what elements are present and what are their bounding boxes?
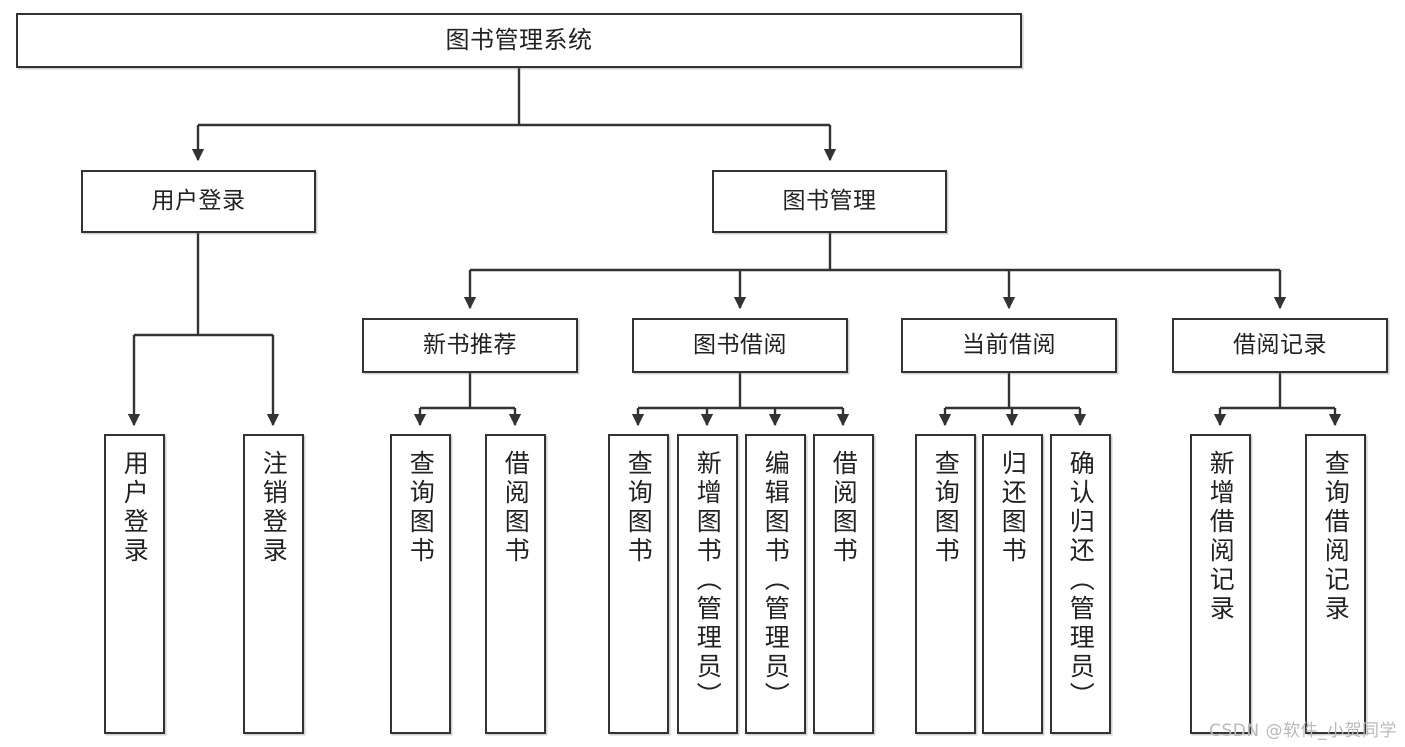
node-label: 用户登录 <box>120 450 150 566</box>
leaf-user-login[interactable]: 用户登录 <box>104 434 165 734</box>
node-label: 查询借阅记录 <box>1321 450 1351 624</box>
node-label: 注销登录 <box>259 450 289 566</box>
node-label: 查询图书 <box>931 450 961 566</box>
leaf-query-book-current[interactable]: 查询图书 <box>915 434 976 734</box>
node-label: 图书借阅 <box>693 331 787 358</box>
leaf-add-book-admin[interactable]: 新增图书（管理员） <box>677 434 738 734</box>
node-label: 归还图书 <box>998 450 1028 566</box>
node-label: 当前借阅 <box>962 331 1056 358</box>
leaf-edit-book-admin[interactable]: 编辑图书（管理员） <box>745 434 806 734</box>
node-label: 图书管理系统 <box>445 26 593 55</box>
leaf-query-book-borrow[interactable]: 查询图书 <box>608 434 669 734</box>
leaf-logout[interactable]: 注销登录 <box>243 434 304 734</box>
node-borrow-record[interactable]: 借阅记录 <box>1172 318 1388 373</box>
node-label: 用户登录 <box>151 187 246 214</box>
node-label: 编辑图书（管理员） <box>761 450 791 711</box>
node-current-borrow[interactable]: 当前借阅 <box>901 318 1117 373</box>
node-label: 借阅记录 <box>1233 331 1327 358</box>
node-book-borrow[interactable]: 图书借阅 <box>632 318 848 373</box>
node-label: 借阅图书 <box>829 450 859 566</box>
node-new-book-recommend[interactable]: 新书推荐 <box>362 318 578 373</box>
leaf-confirm-return-admin[interactable]: 确认归还（管理员） <box>1050 434 1111 734</box>
node-label: 图书管理 <box>782 187 877 214</box>
leaf-borrow-book[interactable]: 借阅图书 <box>813 434 874 734</box>
node-label: 新增借阅记录 <box>1206 450 1236 624</box>
node-root-system[interactable]: 图书管理系统 <box>16 13 1022 68</box>
leaf-add-borrow-record[interactable]: 新增借阅记录 <box>1190 434 1251 734</box>
leaf-borrow-book-recommend[interactable]: 借阅图书 <box>485 434 546 734</box>
node-label: 新增图书（管理员） <box>693 450 723 711</box>
node-label: 新书推荐 <box>423 331 517 358</box>
node-user-login[interactable]: 用户登录 <box>81 170 316 233</box>
leaf-query-borrow-record[interactable]: 查询借阅记录 <box>1305 434 1366 734</box>
node-label: 查询图书 <box>406 450 436 566</box>
node-label: 查询图书 <box>624 450 654 566</box>
node-label: 借阅图书 <box>501 450 531 566</box>
node-label: 确认归还（管理员） <box>1066 450 1096 711</box>
leaf-return-book[interactable]: 归还图书 <box>982 434 1043 734</box>
node-book-management[interactable]: 图书管理 <box>712 170 947 233</box>
leaf-query-book-recommend[interactable]: 查询图书 <box>390 434 451 734</box>
